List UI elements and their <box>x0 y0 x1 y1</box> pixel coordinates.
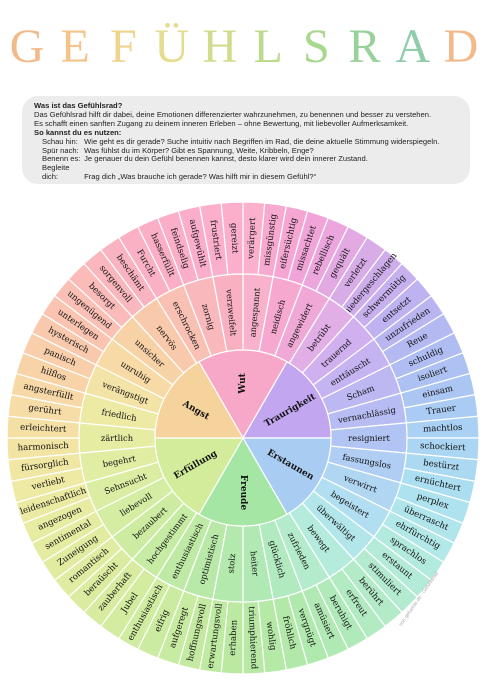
intro-box: Was ist das Gefühlsrad? Das Gefühlsrad h… <box>22 96 470 184</box>
core-segment <box>241 360 332 439</box>
intro-text-1: Das Gefühlsrad hilft dir dabei, deine Em… <box>34 109 432 119</box>
outer-emotion-label: gerührt <box>28 403 63 418</box>
outer-emotion-label: erleichtert <box>20 423 67 435</box>
usage-step-text: Was fühlst du im Körper? Gibt es Spannun… <box>84 145 314 155</box>
usage-step-label: Spür nach: <box>42 145 79 155</box>
core-segment <box>198 436 288 527</box>
title-letter: R <box>349 20 383 73</box>
usage-step-label: Begleite dich: <box>42 163 70 182</box>
core-segment <box>154 360 245 439</box>
title-letter: G <box>10 20 47 73</box>
usage-step-label: Benenn es: <box>42 154 81 164</box>
title-letter: Ü <box>154 20 191 73</box>
middle-emotion-label: resigniert <box>348 433 390 443</box>
intro-text-2: Es schafft einen sanften Zugang zu deine… <box>34 118 409 128</box>
title-letter: F <box>110 20 139 73</box>
core-segment <box>241 437 332 516</box>
core-emotion-label: Freude <box>238 475 248 511</box>
outer-emotion-label: erhaben <box>228 619 240 656</box>
middle-emotion-label: zärtlich <box>101 433 134 443</box>
outer-emotion-label: gereizt <box>228 223 239 254</box>
usage-step-text: Je genauer du dein Gefühl benennen kanns… <box>84 154 368 164</box>
intro-heading: Was ist das Gefühlsrad? <box>34 101 123 110</box>
middle-emotion-label: angespannt <box>247 287 262 338</box>
usage-step-text: Wie geht es dir gerade? Suche intuitiv n… <box>84 136 440 146</box>
outer-emotion-label: bestürzt <box>423 458 461 473</box>
usage-step: Spür nach: Was fühlst du im Körper? Gibt… <box>34 145 458 156</box>
outer-emotion-label: wohlig <box>264 621 278 652</box>
middle-emotion-label: verzweifelt <box>224 288 238 337</box>
usage-step-text: Frag dich „Was brauche ich gerade? Was h… <box>84 172 317 182</box>
outer-emotion-label: harmonisch <box>17 441 69 453</box>
middle-emotion-label: stolz <box>225 553 237 574</box>
title-letter: E <box>61 20 92 73</box>
usage-heading: So kannst du es nutzen: <box>34 127 122 137</box>
outer-emotion-label: Trauer <box>426 403 458 417</box>
title-letter: S <box>303 20 332 73</box>
core-segment <box>198 349 288 440</box>
middle-emotion-label: heiter <box>248 550 260 576</box>
title-letter: L <box>253 20 284 73</box>
title-letter: H <box>203 20 240 73</box>
usage-step: Schau hin: Wie geht es dir gerade? Suche… <box>34 136 458 147</box>
title-letter: A <box>395 20 432 73</box>
usage-step: Begleite dich: Frag dich „Was brauche ic… <box>34 163 458 182</box>
usage-step: Benenn es: Je genauer du dein Gefühl ben… <box>34 154 458 164</box>
usage-step-label: Schau hin: <box>42 136 78 146</box>
core-emotion-label: Wut <box>238 372 248 394</box>
core-segment <box>154 437 245 516</box>
outer-emotion-label: machtlos <box>423 423 463 435</box>
outer-emotion-label: triumphierend <box>246 606 259 670</box>
title-letter: D <box>444 20 481 73</box>
outer-emotion-label: verärgert <box>246 217 258 260</box>
outer-emotion-label: schockiert <box>420 441 466 453</box>
